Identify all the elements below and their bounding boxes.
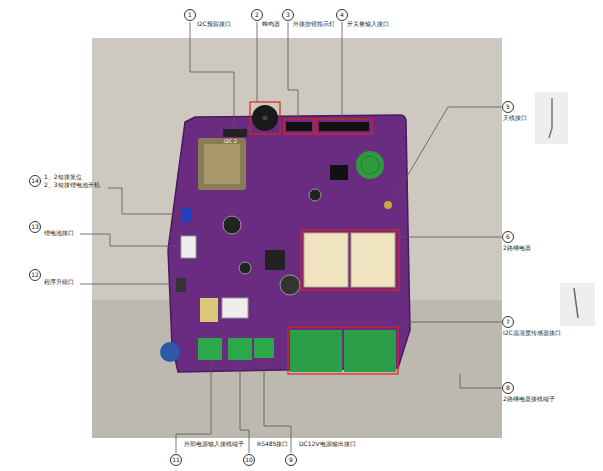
callout-circle: 5天线接口 xyxy=(502,101,514,113)
silkscreen-text: I2C 2 xyxy=(224,139,237,144)
callout-number: 6 xyxy=(503,232,513,242)
relay-terminal xyxy=(344,330,396,372)
blue-capacitor xyxy=(160,342,180,362)
highlight-box xyxy=(301,230,399,290)
callout-number: 1 xyxy=(185,10,195,20)
coin-battery xyxy=(356,151,384,179)
callout-label: 开关量输入接口 xyxy=(347,21,389,27)
buzzer xyxy=(252,105,278,131)
battery-ring xyxy=(361,156,379,174)
highlight-box xyxy=(316,119,372,134)
callout-label: 锂电池接口 xyxy=(44,230,74,236)
callout-label: 2、3短接锂电池开机 xyxy=(44,182,100,188)
capacitor-label xyxy=(200,298,218,322)
callout-number: 10 xyxy=(244,455,254,465)
capacitor xyxy=(223,216,241,234)
callout-number: 8 xyxy=(503,383,513,393)
callout-label: I2C温湿度传感器接口 xyxy=(503,330,561,336)
callout-label: DC12V电源输出接口 xyxy=(299,441,356,447)
terminal-block xyxy=(198,338,222,360)
leader-line xyxy=(190,22,234,127)
capacitor xyxy=(239,262,251,274)
callout-number: 14 xyxy=(30,176,40,186)
pcb-board xyxy=(168,115,410,372)
leader-line xyxy=(240,361,249,453)
leader-line xyxy=(108,188,181,214)
callout-label: RS485接口 xyxy=(257,441,288,447)
terminal-block xyxy=(254,338,274,358)
jumper xyxy=(182,208,192,222)
callout-number: 2 xyxy=(252,10,262,20)
buzzer-hole xyxy=(263,116,268,121)
chip xyxy=(330,165,348,180)
callout-label: 蜂鸣器 xyxy=(262,21,280,27)
leader-line xyxy=(404,322,501,323)
antenna-connector xyxy=(384,201,392,209)
relay xyxy=(351,233,395,287)
callout-circle: 3外接按钮指示灯 xyxy=(282,9,294,21)
pin-header xyxy=(286,122,312,131)
callout-circle: 10RS485接口 xyxy=(243,454,255,466)
capacitor xyxy=(309,189,321,201)
callout-number: 13 xyxy=(30,222,40,232)
callout-number: 4 xyxy=(337,10,347,20)
relay-terminal xyxy=(290,330,342,372)
leader-line xyxy=(80,234,180,246)
callout-number: 12 xyxy=(30,270,40,280)
callout-circle: 141、2短接复位2、3短接锂电池开机 xyxy=(29,175,41,187)
module-shield xyxy=(204,144,240,184)
photo-background xyxy=(92,38,502,438)
callout-circle: 12程序升级口 xyxy=(29,269,41,281)
leader-line xyxy=(342,22,343,119)
inductor xyxy=(265,250,285,270)
capacitor xyxy=(280,275,300,295)
white-connector xyxy=(222,298,248,318)
highlight-box xyxy=(288,327,398,374)
callout-circle: 11外部电源输入接线端子 xyxy=(170,454,182,466)
callout-number: 11 xyxy=(171,455,181,465)
callout-circle: 13锂电池接口 xyxy=(29,221,41,233)
leader-line xyxy=(264,359,291,453)
callout-circle: 2蜂鸣器 xyxy=(251,9,263,21)
gsm-module xyxy=(198,138,246,190)
antenna-wire xyxy=(549,98,552,138)
leader-line xyxy=(399,237,501,238)
callout-label: 外部电源输入接线端子 xyxy=(184,441,244,447)
callout-circle: 7I2C温湿度传感器接口 xyxy=(502,316,514,328)
highlight-box xyxy=(250,102,280,134)
callout-label: 程序升级口 xyxy=(44,279,74,285)
callout-label: 2路继电器接线端子 xyxy=(503,396,555,402)
callout-circle: 9DC12V电源输出接口 xyxy=(285,454,297,466)
callout-circle: 1I2C预留接口 xyxy=(184,9,196,21)
pin-header xyxy=(319,122,369,131)
leader-line xyxy=(288,22,298,119)
callout-label: 1、2短接复位 xyxy=(44,174,82,180)
callout-circle: 4开关量输入接口 xyxy=(336,9,348,21)
highlight-box xyxy=(284,119,314,134)
callout-number: 9 xyxy=(286,455,296,465)
callout-label: 天线接口 xyxy=(503,115,527,121)
callout-number: 5 xyxy=(503,102,513,112)
antenna-photo xyxy=(535,92,568,144)
i2c-connector xyxy=(223,129,247,137)
leader-line xyxy=(460,374,501,388)
leader-line xyxy=(392,107,501,202)
leader-line xyxy=(176,361,211,453)
callout-number: 3 xyxy=(283,10,293,20)
leader-line xyxy=(80,284,175,285)
program-port xyxy=(176,278,186,292)
relay xyxy=(304,233,348,287)
leader-line xyxy=(257,22,258,102)
callout-number: 7 xyxy=(503,317,513,327)
callout-label: 2路继电器 xyxy=(503,245,531,251)
sensor-photo xyxy=(560,283,595,326)
callout-circle: 82路继电器接线端子 xyxy=(502,382,514,394)
callout-circle: 62路继电器 xyxy=(502,231,514,243)
callout-label: 外接按钮指示灯 xyxy=(293,21,335,27)
terminal-block xyxy=(228,338,252,360)
sensor-wire xyxy=(574,288,578,318)
battery-connector xyxy=(181,236,196,258)
callout-label: I2C预留接口 xyxy=(197,21,231,27)
